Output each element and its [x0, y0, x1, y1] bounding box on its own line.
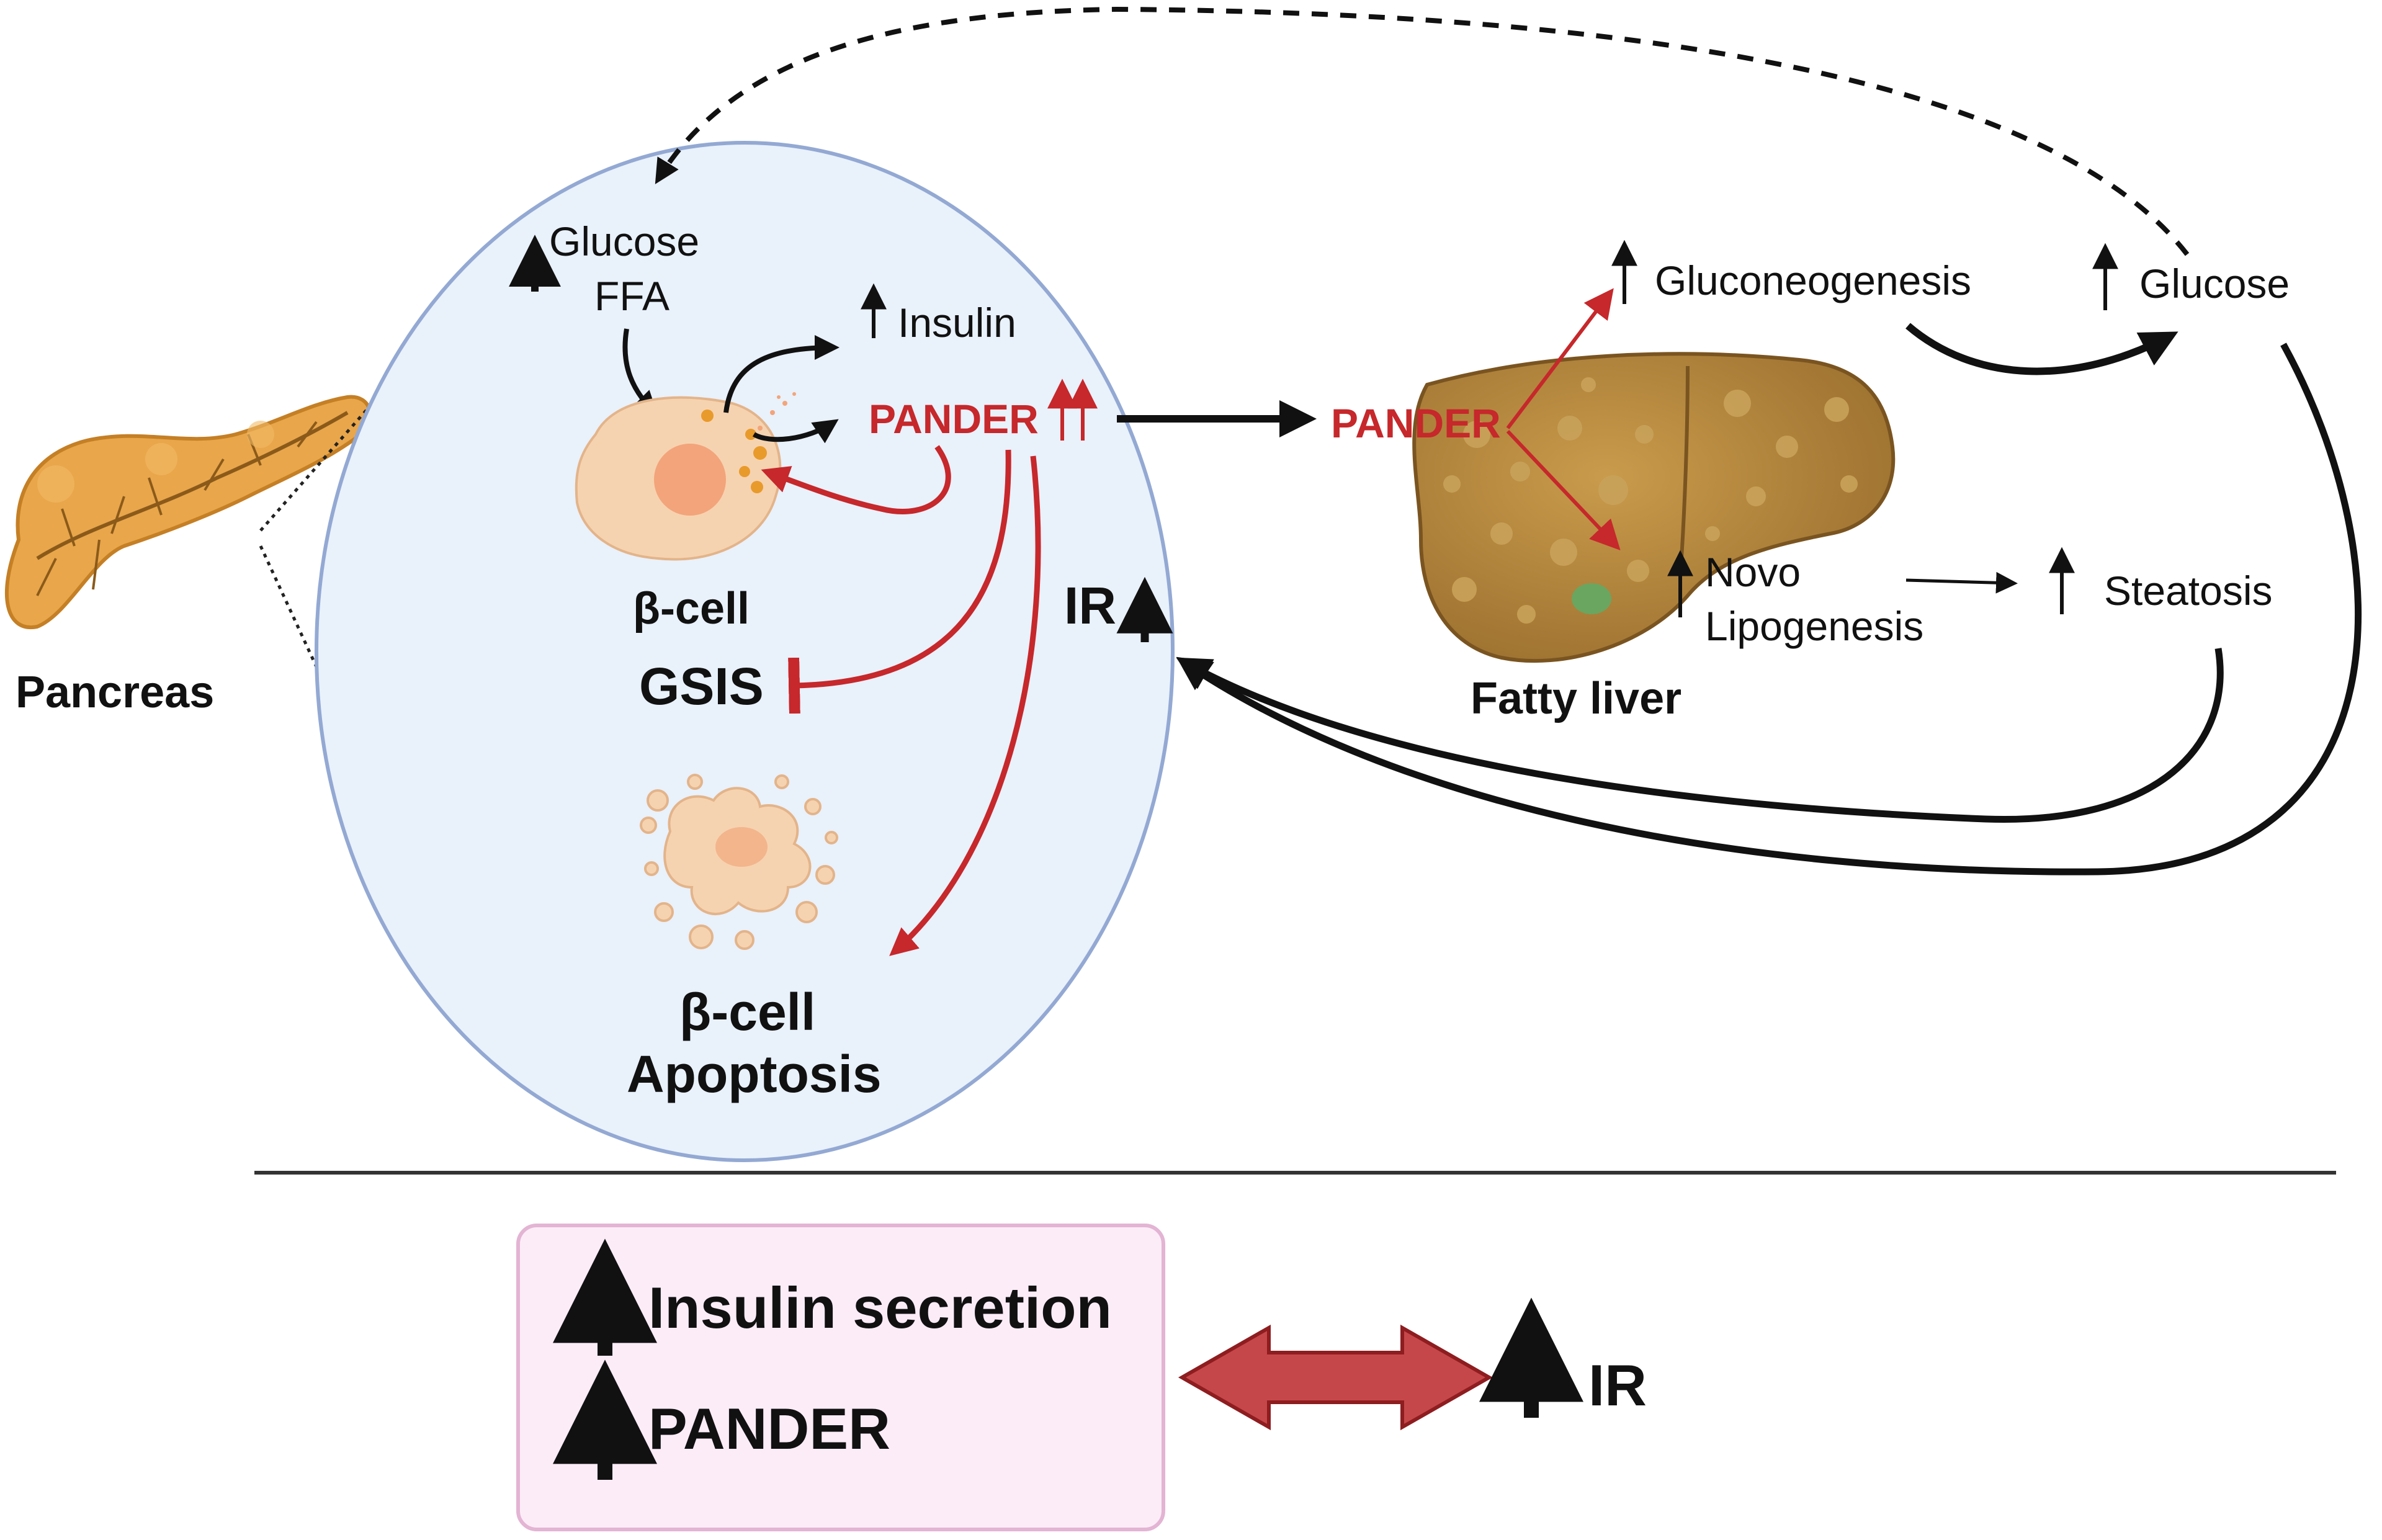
steatosis-label: Steatosis [2104, 568, 2272, 614]
apoptotic-nucleus [715, 827, 768, 867]
pander-inhibits-gsis [788, 449, 1011, 714]
glucose-feedback-dashed-arrow [655, 6, 2190, 256]
gsis-label: GSIS [639, 657, 764, 715]
lipogenesis-label: Lipogenesis [1705, 603, 1923, 649]
beta-cell-zoom-ellipse [315, 141, 1175, 1162]
secretion-arrow [723, 335, 840, 413]
fatty-liver-label: Fatty liver [1471, 674, 1681, 723]
summary-box [516, 1224, 1165, 1531]
pander-to-apoptosis-arrow [889, 455, 1041, 956]
apoptosis-label-line1: β-cell [679, 983, 815, 1041]
glucose-right-label: Glucose [2139, 261, 2290, 307]
fatty-liver-illustration [1412, 352, 1896, 663]
glucose-label: Glucose [549, 218, 699, 264]
liver-to-lipogenesis-arrow [1506, 429, 1621, 550]
insulin-label: Insulin [898, 300, 1016, 346]
gluconeogenesis-to-glucose-arrow [1905, 323, 2178, 375]
steatosis-to-ir-arrow [1176, 648, 2224, 823]
pander-release-arrow [752, 419, 839, 444]
pander-cell-label: PANDER [869, 396, 1039, 442]
insulin-secretion-label: Insulin secretion [648, 1275, 1112, 1340]
pander-liver-label: PANDER [1331, 400, 1501, 446]
pander-summary-label: PANDER [648, 1396, 890, 1461]
novo-label: Novo [1705, 549, 1801, 595]
pancreas-label: Pancreas [16, 668, 214, 717]
pancreas-illustration [5, 395, 372, 630]
ffa-label: FFA [594, 273, 669, 319]
beta-cell-label: β-cell [633, 584, 750, 633]
ir-label: IR [1064, 576, 1116, 635]
bidirectional-arrow [1178, 1324, 1493, 1431]
beta-cell-illustration [575, 392, 796, 561]
apoptosis-label-line2: Apoptosis [627, 1045, 882, 1103]
gluconeogenesis-label: Gluconeogenesis [1655, 257, 1971, 303]
ir-summary-label: IR [1588, 1353, 1647, 1418]
liver-to-gluconeogenesis-arrow [1506, 288, 1614, 429]
glucose-to-ir-arrow [1176, 342, 2362, 875]
pander-feedback-arrow [761, 445, 951, 514]
lipogenesis-to-steatosis-arrow [1905, 571, 2018, 594]
